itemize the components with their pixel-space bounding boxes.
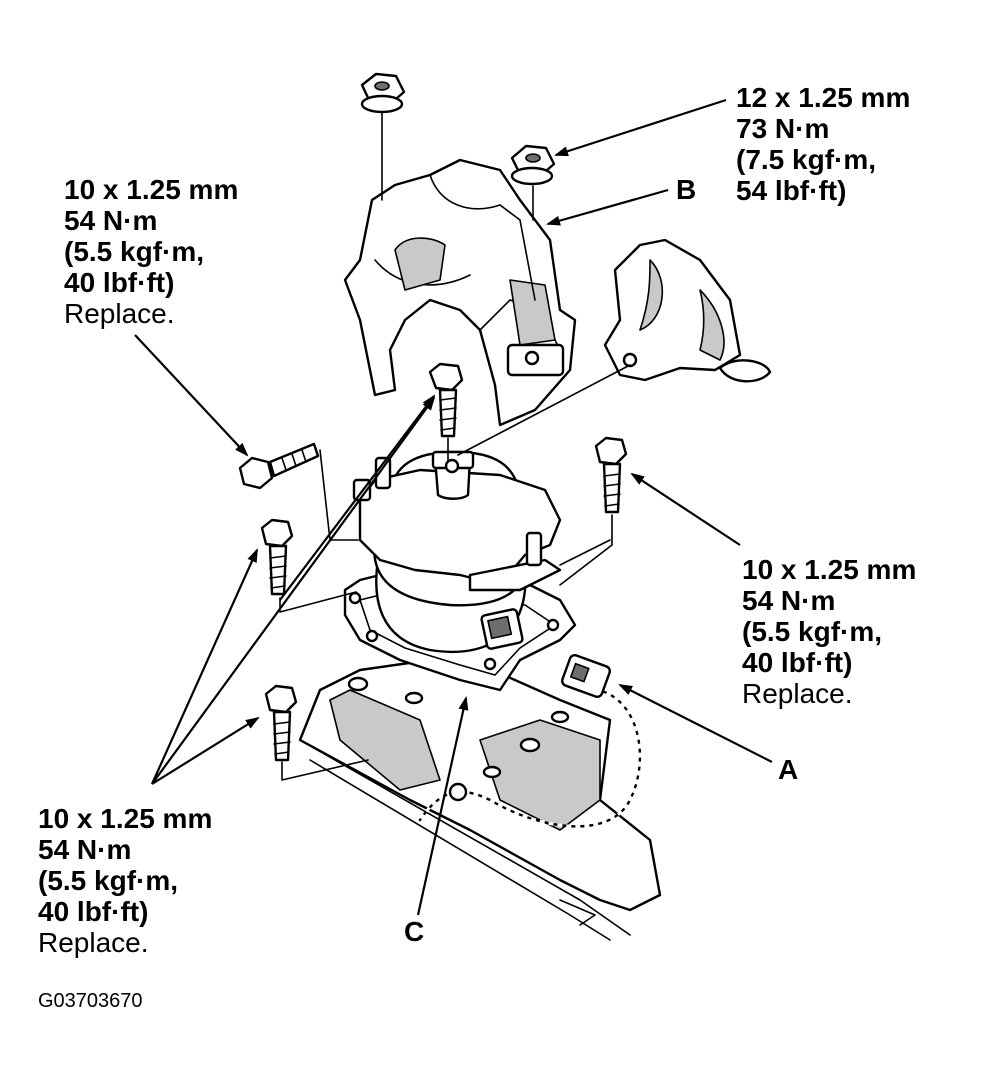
left-side-bolt xyxy=(238,442,320,490)
wire-harness xyxy=(418,653,642,828)
torque-lbfft: 40 lbf·ft) xyxy=(742,647,853,678)
torque-lbfft: 40 lbf·ft) xyxy=(38,896,149,927)
right-flange-nut xyxy=(510,144,556,186)
bolt-size: 10 x 1.25 mm xyxy=(742,554,917,585)
torque-kgfm: (7.5 kgf·m, xyxy=(736,144,877,175)
side-bracket xyxy=(603,238,772,383)
callout-right: 10 x 1.25 mm 54 N·m (5.5 kgf·m, 40 lbf·f… xyxy=(742,554,916,709)
torque-nm: 54 N·m xyxy=(64,205,158,236)
torque-kgfm: (5.5 kgf·m, xyxy=(38,865,179,896)
figure-id: G03703670 xyxy=(38,990,143,1012)
replace-note: Replace. xyxy=(742,678,853,709)
torque-nm: 54 N·m xyxy=(742,585,836,616)
engine-mount-body xyxy=(352,450,562,654)
left-upper-bolt xyxy=(260,518,294,596)
torque-lbfft: 54 lbf·ft) xyxy=(736,175,847,206)
left-lower-bolt xyxy=(264,684,298,762)
bolt-size: 12 x 1.25 mm xyxy=(736,82,911,113)
label-a: A xyxy=(778,754,799,785)
callout-top-left: 10 x 1.25 mm 54 N·m (5.5 kgf·m, 40 lbf·f… xyxy=(64,174,238,329)
replace-note: Replace. xyxy=(38,927,149,958)
callout-top-right: 12 x 1.25 mm 73 N·m (7.5 kgf·m, 54 lbf·f… xyxy=(736,82,910,206)
top-flange-nut xyxy=(360,72,406,114)
callout-bottom-left: 10 x 1.25 mm 54 N·m (5.5 kgf·m, 40 lbf·f… xyxy=(38,803,212,958)
bolt-size: 10 x 1.25 mm xyxy=(38,803,213,834)
frame-rail xyxy=(298,658,662,941)
replace-note: Replace. xyxy=(64,298,175,329)
torque-kgfm: (5.5 kgf·m, xyxy=(64,236,205,267)
torque-nm: 73 N·m xyxy=(736,113,830,144)
upper-bracket xyxy=(343,158,577,427)
callout-arrows xyxy=(134,98,773,916)
label-b: B xyxy=(676,174,697,205)
torque-kgfm: (5.5 kgf·m, xyxy=(742,616,883,647)
torque-lbfft: 40 lbf·ft) xyxy=(64,267,175,298)
torque-nm: 54 N·m xyxy=(38,834,132,865)
center-top-bolt xyxy=(428,362,464,438)
bolt-size: 10 x 1.25 mm xyxy=(64,174,239,205)
right-side-bolt xyxy=(594,436,628,514)
label-c: C xyxy=(404,916,425,947)
